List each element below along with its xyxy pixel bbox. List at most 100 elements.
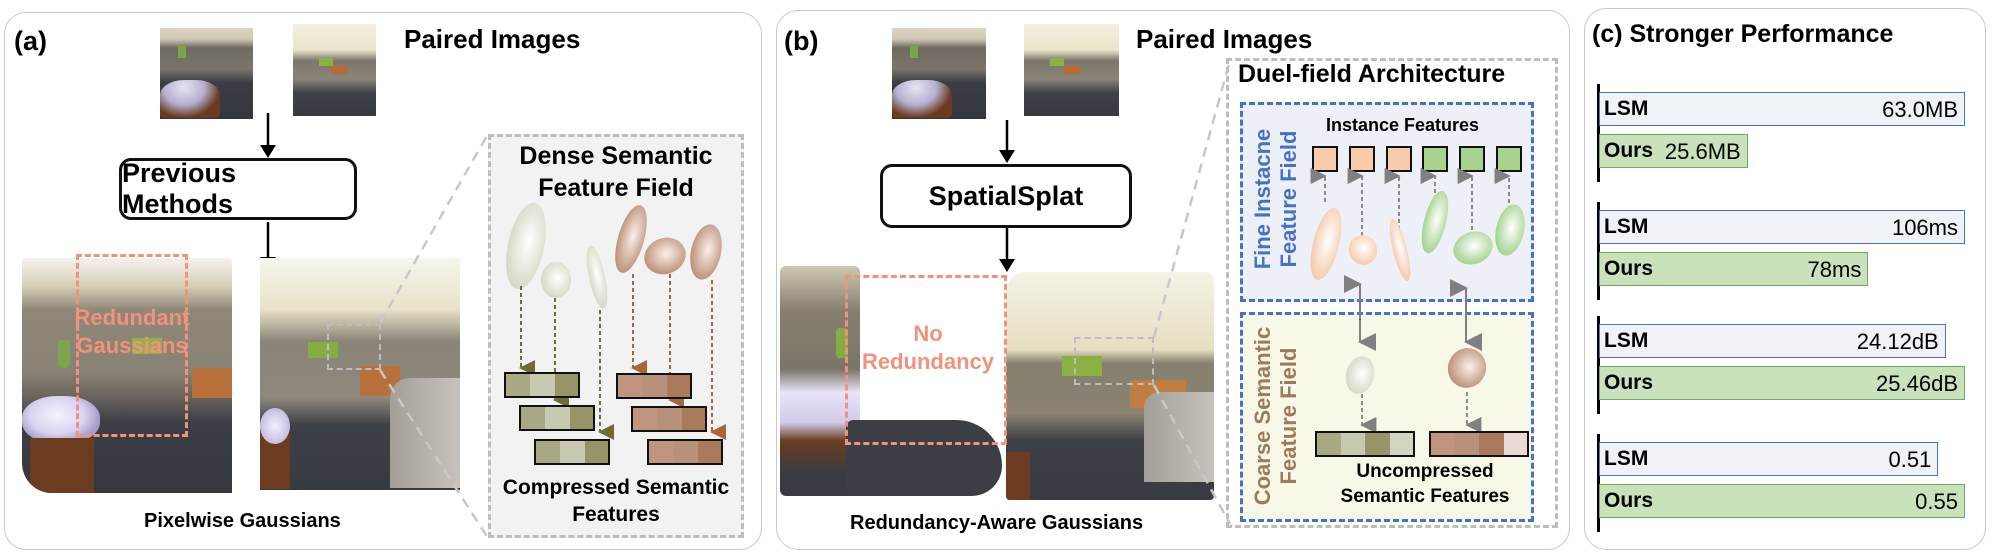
compressed-feature-olive-3 <box>534 439 610 465</box>
dense-gaussian-6 <box>690 224 722 280</box>
instance-gaussian-6 <box>1495 204 1525 256</box>
uncompressed-line2: Semantic Features <box>1340 485 1510 507</box>
instance-gaussian-1 <box>1310 207 1342 281</box>
bar-value-label: 0.51 <box>1888 447 1932 472</box>
no-redundancy-region <box>845 275 1007 445</box>
redundant-label-line2: Gaussians <box>76 332 188 358</box>
metric-axis-line <box>1597 202 1600 300</box>
instance-feature-6 <box>1496 146 1522 172</box>
bar-ours: Ours 0.55 <box>1599 484 1965 518</box>
pixelwise-gaussians-caption: Pixelwise Gaussians <box>144 510 341 532</box>
instance-feature-4 <box>1422 146 1448 172</box>
coarse-semantic-field-box <box>1240 312 1534 522</box>
uncompressed-features-label: Uncompressed Semantic Features <box>1320 460 1530 509</box>
compressed-semantic-caption: Compressed Semantic Features <box>488 474 744 529</box>
bar-value-label: 0.55 <box>1915 489 1958 514</box>
dense-gaussian-1 <box>506 202 546 290</box>
bar-value-label: 24.12dB <box>1856 329 1939 354</box>
spatialsplat-box: SpatialSplat <box>880 164 1132 228</box>
panel-c-title: (c) Stronger Performance <box>1592 20 1894 48</box>
bar-series-label: Ours <box>1604 489 1654 512</box>
compressed-feature-olive-2 <box>519 405 595 431</box>
dense-title-line2: Feature Field <box>538 174 694 202</box>
paired-image-b-1 <box>892 28 986 119</box>
coarse-gaussian-brown <box>1447 348 1487 388</box>
dense-gaussian-3 <box>586 245 608 309</box>
bar-ours: Ours 25.6MB <box>1599 134 1748 168</box>
redundant-gaussians-region <box>76 254 188 437</box>
instance-feature-1 <box>1312 146 1338 172</box>
previous-methods-label: Previous Methods <box>122 158 237 219</box>
redundancy-aware-caption: Redundancy-Aware Gaussians <box>850 512 1144 534</box>
duel-field-graphic <box>1310 146 1529 457</box>
dense-semantic-graphic <box>504 202 726 465</box>
redundant-label-line1: Redundant <box>74 305 190 330</box>
instance-features-label: Instance Features <box>1326 115 1480 135</box>
previous-methods-box: Previous Methods <box>119 158 357 220</box>
fine-field-line2: Feature Field <box>1276 130 1302 268</box>
redundancy-aware-floor <box>846 420 1002 496</box>
dense-semantic-title: Dense Semantic Feature Field <box>488 140 744 204</box>
no-redundancy-line2: Redundancy <box>861 348 995 374</box>
bar-value-label: 25.46dB <box>1876 371 1958 396</box>
pixelwise-gaussians-render-1 <box>22 258 232 493</box>
redundancy-aware-render-2 <box>1006 272 1214 500</box>
no-redundancy-label: No Redundancy <box>848 320 1008 375</box>
paired-images-label-a: Paired Images <box>404 24 581 54</box>
bar-series-label: Ours <box>1604 139 1654 162</box>
arrow-to-redundancy-aware <box>999 228 1015 272</box>
instance-feature-5 <box>1459 146 1485 172</box>
metric-axis-line <box>1597 84 1600 182</box>
compressed-feature-olive-1 <box>504 372 580 398</box>
bar-series-label: Ours <box>1604 371 1654 394</box>
fine-instance-field-label: Fine Instacne Feature Field <box>1250 114 1303 284</box>
bar-value-label: 78ms <box>1807 257 1862 282</box>
arrow-to-previous-methods <box>260 113 276 158</box>
redundant-gaussians-label: Redundant Gaussians <box>70 304 194 359</box>
dense-semantic-inset <box>488 134 744 538</box>
paired-image-b-2 <box>1024 24 1119 116</box>
instance-gaussian-2 <box>1348 235 1378 265</box>
performance-chart: Gaussian SizeLSM63.0MBOurs25.6MBInferenc… <box>0 0 1965 532</box>
compressed-feature-brown-3 <box>647 439 723 465</box>
bar-ours: Ours 78ms <box>1599 252 1869 286</box>
instance-gaussian-4 <box>1421 190 1449 254</box>
instance-feature-3 <box>1386 146 1412 172</box>
dense-gaussian-2 <box>541 262 571 298</box>
paired-image-2 <box>293 24 376 116</box>
paired-images-label-b: Paired Images <box>1136 24 1313 54</box>
bar-value-label: 25.6MB <box>1664 139 1741 164</box>
uncompressed-feature-olive <box>1315 431 1415 457</box>
bar-ours: Ours 25.46dB <box>1599 366 1965 400</box>
bar-series-label: LSM <box>1604 97 1649 120</box>
coarse-semantic-field-label: Coarse Semantic Feature Field <box>1250 326 1303 506</box>
arrow-to-spatialsplat <box>999 120 1015 163</box>
metric-axis-line <box>1597 316 1600 414</box>
dense-gaussian-4 <box>615 205 647 273</box>
fine-field-line1: Fine Instacne <box>1250 128 1275 270</box>
bar-series-label: Ours <box>1604 257 1654 280</box>
coarse-field-line1: Coarse Semantic <box>1250 326 1275 506</box>
uncompressed-feature-brown <box>1429 431 1529 457</box>
dense-title-line1: Dense Semantic <box>519 142 713 170</box>
duel-field-title: Duel-field Architecture <box>1238 60 1506 88</box>
instance-gaussian-3 <box>1389 218 1411 282</box>
instance-gaussian-5 <box>1453 231 1493 265</box>
panel-a-label: (a) <box>14 26 47 56</box>
zoom-region-a <box>327 324 381 370</box>
compressed-feature-brown-2 <box>631 406 707 432</box>
compressed-feature-brown-1 <box>616 373 692 399</box>
zoom-connector-lines-a <box>378 133 490 539</box>
compressed-caption-line1: Compressed Semantic <box>502 476 730 499</box>
coarse-field-line2: Feature Field <box>1276 347 1302 485</box>
paired-image-1 <box>160 28 253 119</box>
no-redundancy-line1: No <box>913 321 943 346</box>
dense-gaussian-5 <box>644 237 686 275</box>
zoom-connector-lines-b <box>1152 59 1232 525</box>
bar-series-label: LSM <box>1604 215 1649 238</box>
zoom-region-b <box>1074 337 1154 385</box>
panel-b-label: (b) <box>784 26 819 56</box>
